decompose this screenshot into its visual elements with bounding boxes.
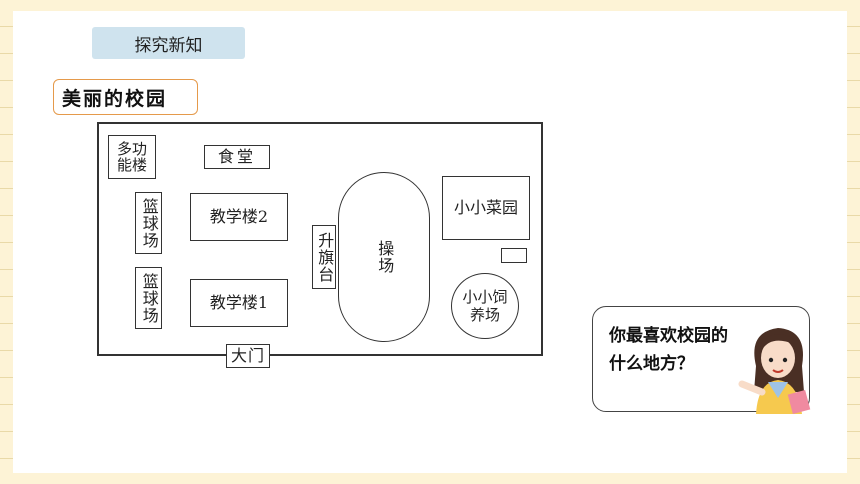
topic-title: 美丽的校园 (53, 79, 198, 115)
playground-label: 操场 (375, 240, 395, 274)
basketball-court-bottom-label: 篮球场 (139, 272, 159, 324)
section-tag: 探究新知 (92, 27, 245, 59)
multi-function-building-label: 多功能楼 (116, 139, 147, 174)
teaching-building-2: 教学楼2 (190, 193, 288, 241)
teacher-illustration (738, 328, 811, 414)
small-shed (501, 248, 527, 263)
canteen-label: 食堂 (217, 146, 256, 166)
teaching-building-1: 教学楼1 (190, 279, 288, 327)
animal-farm: 小小饲养场 (451, 273, 519, 339)
main-gate: 大门 (226, 344, 270, 368)
speech-line-2: 什么地方？ (609, 354, 694, 374)
flag-platform: 升旗台 (312, 225, 336, 289)
playground-track: 操场 (338, 172, 430, 342)
left-notebook-margin (0, 0, 13, 484)
flag-platform-label: 升旗台 (315, 231, 335, 283)
basketball-court-top-label: 篮球场 (139, 197, 159, 249)
speech-bubble-text: 你最喜欢校园的 什么地方？ (609, 322, 784, 378)
teaching-building-2-label: 教学楼2 (209, 206, 269, 226)
speech-line-1: 你最喜欢校园的 (609, 326, 728, 346)
multi-function-building: 多功能楼 (108, 135, 156, 179)
basketball-court-bottom: 篮球场 (135, 267, 162, 329)
vegetable-garden: 小小菜园 (442, 176, 530, 240)
main-gate-label: 大门 (230, 345, 265, 365)
canteen: 食堂 (204, 145, 270, 169)
teaching-building-1-label: 教学楼1 (209, 292, 269, 312)
vegetable-garden-label: 小小菜园 (453, 197, 518, 217)
right-notebook-margin (847, 0, 860, 484)
animal-farm-label: 小小饲养场 (462, 288, 508, 324)
basketball-court-top: 篮球场 (135, 192, 162, 254)
